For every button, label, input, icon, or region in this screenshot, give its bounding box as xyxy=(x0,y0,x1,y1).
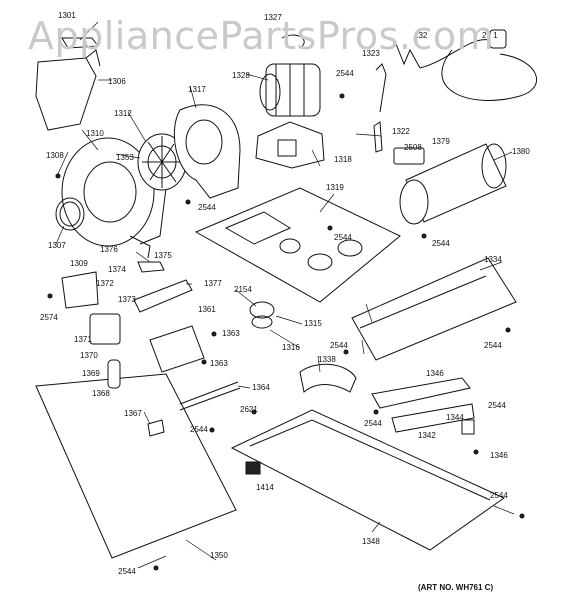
callout-1363-a: 1363 xyxy=(222,329,240,338)
callout-1308: 1308 xyxy=(46,151,64,160)
callout-1373: 1373 xyxy=(118,295,136,304)
callout-1323: 1323 xyxy=(362,49,380,58)
burner-bracket-part xyxy=(61,271,99,309)
callout-132: 132 xyxy=(414,31,428,40)
impeller-part xyxy=(137,133,187,191)
callout-1350: 1350 xyxy=(210,551,228,560)
callout-2544-d: 2544 xyxy=(432,239,450,248)
callout-1342: 1342 xyxy=(418,431,436,440)
motor-bracket-part xyxy=(255,121,325,169)
igniter-part xyxy=(137,261,165,273)
callout-2544-j: 2544 xyxy=(490,491,508,500)
power-cord-part xyxy=(395,29,538,101)
callout-1328: 1328 xyxy=(232,71,250,80)
duct-cover-part xyxy=(35,37,101,131)
blower-housing-part xyxy=(61,137,169,259)
callout-1306: 1306 xyxy=(108,77,126,86)
callout-2544-g: 2544 xyxy=(364,419,382,428)
callout-1301: 1301 xyxy=(58,11,76,20)
callout-2544-c: 2544 xyxy=(334,233,352,242)
callout-1322: 1322 xyxy=(392,127,410,136)
spring-part xyxy=(373,121,383,153)
callout-2508: 2508 xyxy=(404,143,422,152)
drive-motor-part xyxy=(259,34,321,117)
duct-chute-part xyxy=(351,257,517,361)
callout-1334: 1334 xyxy=(484,255,502,264)
gas-manifold-part xyxy=(133,279,193,313)
callout-1364: 1364 xyxy=(252,383,270,392)
seal-ring-part xyxy=(55,197,85,231)
callout-1368: 1368 xyxy=(92,389,110,398)
callout-1344: 1344 xyxy=(446,413,464,422)
callout-1327: 1327 xyxy=(264,13,282,22)
gas-rod-part xyxy=(179,381,239,405)
blower-back-part xyxy=(173,104,241,199)
callout-1370: 1370 xyxy=(80,351,98,360)
thermistor-part xyxy=(375,63,387,113)
callout-1371: 1371 xyxy=(74,335,92,344)
callout-1372: 1372 xyxy=(96,279,114,288)
callout-1315: 1315 xyxy=(304,319,322,328)
callout-labels: 1301 1306 1317 1312 1310 1353 1308 1307 … xyxy=(40,11,530,576)
callout-1319: 1319 xyxy=(326,183,344,192)
base-pan-part xyxy=(194,187,401,303)
foot-part xyxy=(245,461,261,475)
rear-bracket-part xyxy=(371,377,471,409)
callout-2154: 2154 xyxy=(234,285,252,294)
base-tray-part xyxy=(230,409,506,551)
callout-1367: 1367 xyxy=(124,409,142,418)
callout-2544-b: 2544 xyxy=(198,203,216,212)
callout-1377: 1377 xyxy=(204,279,222,288)
callout-1348: 1348 xyxy=(362,537,380,546)
callout-2621: 2621 xyxy=(240,405,258,414)
callout-1309: 1309 xyxy=(70,259,88,268)
valve-plate-part xyxy=(149,325,205,373)
callout-1375: 1375 xyxy=(154,251,172,260)
leader-lines xyxy=(55,21,515,569)
gas-valve-part xyxy=(89,313,121,345)
gas-connector-part xyxy=(147,419,165,437)
callout-1318: 1318 xyxy=(334,155,352,164)
callout-1414: 1414 xyxy=(256,483,274,492)
callout-1353: 1353 xyxy=(116,153,134,162)
callout-2544-a: 2544 xyxy=(336,69,354,78)
callout-2544-k: 2544 xyxy=(118,567,136,576)
back-panel-part xyxy=(35,373,237,559)
callout-1379: 1379 xyxy=(432,137,450,146)
duct-hose-part xyxy=(299,363,357,393)
callout-2544-f: 2544 xyxy=(330,341,348,350)
callout-1380: 1380 xyxy=(512,147,530,156)
callout-1312: 1312 xyxy=(114,109,132,118)
callout-1374: 1374 xyxy=(108,265,126,274)
callout-1316: 1316 xyxy=(282,343,300,352)
callout-1317: 1317 xyxy=(188,85,206,94)
screws xyxy=(47,93,525,571)
callout-1338: 1338 xyxy=(318,355,336,364)
callout-1361: 1361 xyxy=(198,305,216,314)
heater-part xyxy=(399,143,507,225)
callout-27-1: 27 1 xyxy=(482,31,498,40)
watermark-text: AppliancePartsPros.com xyxy=(28,14,495,58)
callout-1307: 1307 xyxy=(48,241,66,250)
valve-coil-part xyxy=(107,359,121,389)
callout-2544-i: 2544 xyxy=(190,425,208,434)
clip-part xyxy=(461,419,475,435)
callout-2544-e: 2544 xyxy=(484,341,502,350)
callout-2574: 2574 xyxy=(40,313,58,322)
callout-1346-b: 1346 xyxy=(490,451,508,460)
art-number: (ART NO. WH761 C) xyxy=(418,583,494,592)
callout-1376: 1376 xyxy=(100,245,118,254)
callout-1369: 1369 xyxy=(82,369,100,378)
callout-1363-b: 1363 xyxy=(210,359,228,368)
thermostat-part xyxy=(393,147,425,165)
callout-1346-a: 1346 xyxy=(426,369,444,378)
callout-2544-h: 2544 xyxy=(488,401,506,410)
callout-1310: 1310 xyxy=(86,129,104,138)
